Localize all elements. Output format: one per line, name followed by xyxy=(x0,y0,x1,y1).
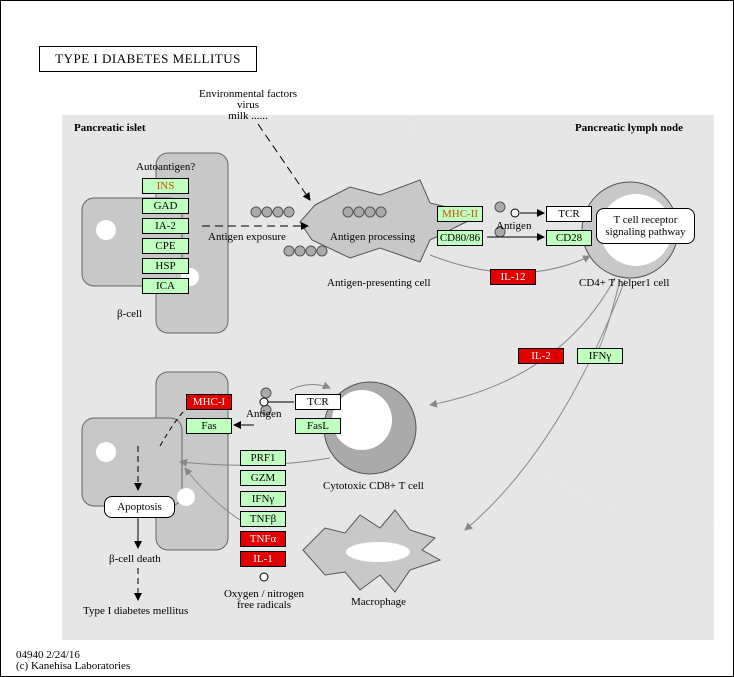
gene-ifng-top[interactable]: IFNγ xyxy=(577,348,623,364)
macrophage-nucleus xyxy=(346,542,410,562)
pathway-box-line1: T cell receptor xyxy=(613,214,678,226)
autoantigen-label: Autoantigen? xyxy=(136,161,196,173)
antigen-exposure-label: Antigen exposure xyxy=(208,231,286,243)
beta-cell-nucleus xyxy=(96,220,116,240)
tcr-signaling-pathway-box[interactable]: T cell receptor signaling pathway xyxy=(596,208,695,244)
gene-gad[interactable]: GAD xyxy=(142,198,189,214)
gene-tnfa[interactable]: TNFα xyxy=(240,531,286,547)
gene-fasl[interactable]: FasL xyxy=(295,418,341,434)
apc-label: Antigen-presenting cell xyxy=(327,277,431,289)
macrophage-label: Macrophage xyxy=(351,596,406,608)
lymph-node-region-label: Pancreatic lymph node xyxy=(575,122,683,134)
footer-id: 04940 2/24/16 xyxy=(16,649,80,661)
gene-prf1[interactable]: PRF1 xyxy=(240,450,286,466)
antigen-presenting-cell-shape xyxy=(299,179,482,263)
islet-region-label: Pancreatic islet xyxy=(74,122,146,134)
gene-il1[interactable]: IL-1 xyxy=(240,551,286,567)
gene-cd80-86[interactable]: CD80/86 xyxy=(437,230,483,246)
free-radical-dot xyxy=(259,572,269,582)
antigen-processing-label: Antigen processing xyxy=(330,231,416,243)
th1-label: CD4+ T helper1 cell xyxy=(579,277,670,289)
beta-cell-lower-body-left xyxy=(81,417,183,507)
gene-tcr-top[interactable]: TCR xyxy=(546,206,592,222)
gene-mhc1[interactable]: MHC-I xyxy=(186,394,232,410)
gene-ins[interactable]: INS xyxy=(142,178,189,194)
environment-line2: virus xyxy=(237,99,259,111)
ctl-label: Cytotoxic CD8+ T cell xyxy=(323,480,424,492)
apoptosis-box[interactable]: Apoptosis xyxy=(104,496,175,518)
gene-gzm[interactable]: GZM xyxy=(240,470,286,486)
gene-tcr-mid[interactable]: TCR xyxy=(295,394,341,410)
t1dm-label: Type I diabetes mellitus xyxy=(83,605,189,617)
beta-cell-lower-nucleus xyxy=(96,442,116,462)
beta-cell-death-label: β-cell death xyxy=(109,553,161,565)
oxygen-label-line1: Oxygen / nitrogen xyxy=(223,588,305,600)
environment-line3: milk ...... xyxy=(228,110,268,122)
beta-cell-lower-granule xyxy=(177,488,195,506)
antigen-mid-label: Antigen xyxy=(246,408,282,420)
antigen-beads xyxy=(250,201,506,416)
gene-ia2[interactable]: IA-2 xyxy=(142,218,189,234)
oxygen-label-line2: free radicals xyxy=(236,599,292,611)
gene-il12[interactable]: IL-12 xyxy=(490,269,536,285)
gene-cpe[interactable]: CPE xyxy=(142,238,189,254)
gene-tnfb[interactable]: TNFβ xyxy=(240,511,286,527)
beta-cell-label: β-cell xyxy=(117,308,143,320)
ctl-cell-nucleus xyxy=(332,390,392,450)
pathway-box-line2: signaling pathway xyxy=(605,226,686,238)
gene-ifng-mid[interactable]: IFNγ xyxy=(240,491,286,507)
antigen-top-label: Antigen xyxy=(496,220,532,232)
gene-mhc2[interactable]: MHC-II xyxy=(437,206,483,222)
gene-cd28[interactable]: CD28 xyxy=(546,230,592,246)
gene-ica[interactable]: ICA xyxy=(142,278,189,294)
environment-line1: Environmental factors xyxy=(198,88,298,100)
gene-fas[interactable]: Fas xyxy=(186,418,232,434)
footer-copyright: (c) Kanehisa Laboratories xyxy=(16,660,131,672)
pathway-title: TYPE I DIABETES MELLITUS xyxy=(39,46,257,72)
gene-il2[interactable]: IL-2 xyxy=(518,348,564,364)
gene-hsp[interactable]: HSP xyxy=(142,258,189,274)
